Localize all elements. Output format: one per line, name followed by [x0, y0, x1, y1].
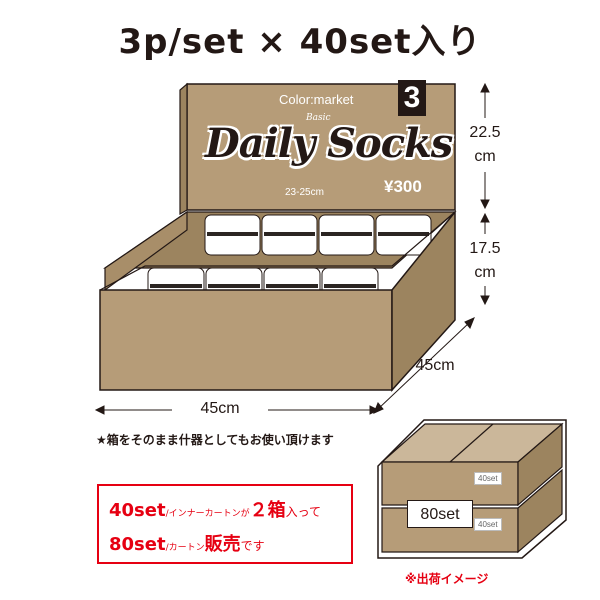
contained-text: 入って	[285, 505, 322, 519]
pack-count-badge: 3	[398, 80, 426, 116]
box-height-value: 17.5	[469, 240, 501, 257]
inner-carton-text: /インナーカートンが	[165, 509, 250, 519]
price: ¥300	[384, 177, 422, 196]
sock-packs-front-bands	[150, 284, 376, 288]
shipping-carton	[377, 419, 567, 559]
box-word: 箱	[267, 500, 286, 521]
carton-qty-label: 80set	[407, 500, 473, 528]
headline: 3p/set × 40set入り	[118, 22, 482, 62]
dimension-arrows	[94, 82, 490, 415]
tray-rim	[99, 211, 456, 291]
sale-line-1: 40set/インナーカートンが２箱入って	[109, 496, 321, 522]
depth-label: 45cm	[415, 357, 455, 374]
panel-height-value: 22.5	[469, 124, 501, 141]
sold-word: 販売	[204, 534, 241, 555]
tray-right	[391, 209, 456, 392]
sale-line-2: 80set/カートン販売です	[109, 530, 265, 556]
sock-packs-back-bands	[207, 232, 429, 236]
product-name: Daily Socks	[205, 120, 453, 167]
size-range: 23-25cm	[285, 187, 324, 198]
shipping-image-note: ※出荷イメージ	[405, 572, 489, 586]
sale-info-box: 40set/インナーカートンが２箱入って 80set/カートン販売です	[97, 484, 353, 564]
inner-qty: 40set	[109, 500, 166, 521]
carton-qty: 80set	[109, 534, 166, 555]
panel-height-unit: cm	[474, 148, 496, 165]
inner-carton-tag-bottom: 40set	[474, 518, 502, 531]
carton-side-top	[517, 422, 563, 507]
desu-text: です	[240, 539, 265, 553]
display-header-side	[179, 82, 188, 216]
carton-wrap	[377, 419, 567, 559]
carton-text: /カートン	[165, 543, 205, 553]
product-line: Basic	[306, 113, 331, 123]
reuse-note: ★箱をそのまま什器としてもお使い頂けます	[96, 433, 334, 447]
width-label: 45cm	[200, 400, 240, 417]
brand-name: Color:market	[279, 92, 354, 107]
inner-carton-tag-top: 40set	[474, 472, 502, 485]
tray-front	[99, 289, 393, 391]
carton-side-bottom	[517, 468, 563, 554]
box-count: ２	[249, 500, 268, 521]
box-height-unit: cm	[474, 264, 496, 281]
